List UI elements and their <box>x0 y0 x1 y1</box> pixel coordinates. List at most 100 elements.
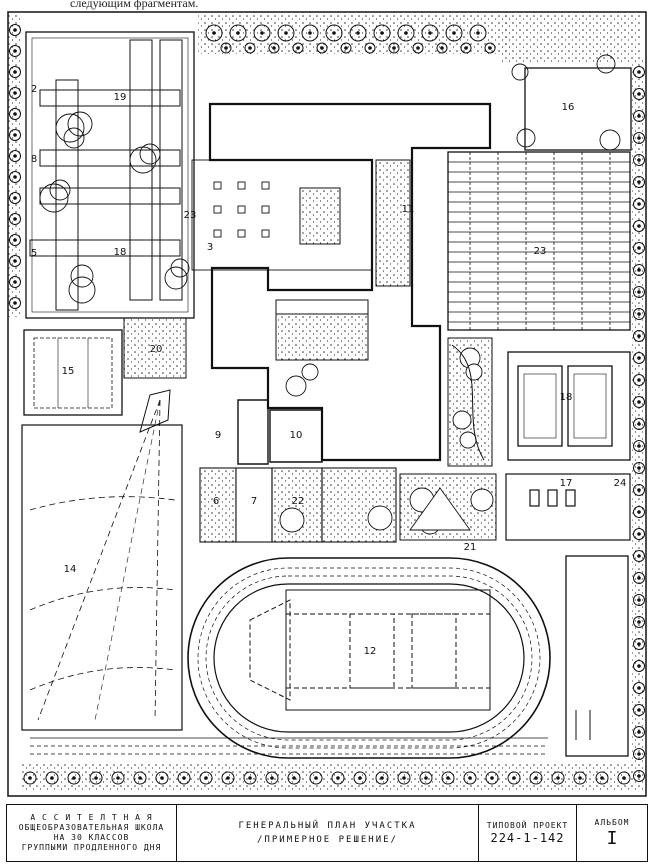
tree <box>9 87 21 99</box>
tree <box>633 396 645 408</box>
tree <box>595 771 609 785</box>
tree <box>9 255 21 267</box>
tree <box>485 771 499 785</box>
label-16: 16 <box>562 102 575 113</box>
project-number: 224-1-142 <box>490 831 565 845</box>
tree <box>421 24 439 42</box>
tree <box>9 129 21 141</box>
tree <box>441 771 455 785</box>
plot-16-trees <box>511 54 621 151</box>
tree <box>633 264 645 276</box>
tree <box>633 638 645 650</box>
tree <box>445 24 463 42</box>
label-14: 14 <box>64 564 77 575</box>
title-block: А С С И Т Е Л Т Н А Я ОБЩЕОБРАЗОВАТЕЛЬНА… <box>6 804 648 862</box>
plan-title: ГЕНЕРАЛЬНЫЙ ПЛАН УЧАСТКА <box>238 821 417 831</box>
label-9: 9 <box>215 430 221 441</box>
label-11: 11 <box>402 204 415 215</box>
tree <box>292 42 304 54</box>
tree <box>573 771 587 785</box>
experimental-plot <box>447 151 631 331</box>
tree <box>67 771 81 785</box>
tree <box>287 771 301 785</box>
field-13 <box>565 555 629 757</box>
tree <box>316 42 328 54</box>
tree <box>9 150 21 162</box>
label-12: 12 <box>364 646 377 657</box>
perimeter-trees <box>9 24 645 785</box>
school-line-1: А С С И Т Е Л Т Н А Я <box>30 813 153 822</box>
tree <box>633 154 645 166</box>
label-19: 19 <box>114 92 127 103</box>
tree <box>633 660 645 672</box>
tree <box>633 220 645 232</box>
crossed-path-trees <box>39 111 190 304</box>
tree <box>529 771 543 785</box>
tree <box>133 771 147 785</box>
school-building <box>208 102 492 465</box>
tree <box>633 506 645 518</box>
sports-zone-left <box>25 31 195 319</box>
tree <box>9 24 21 36</box>
tree <box>325 24 343 42</box>
label-15: 15 <box>62 366 75 377</box>
tree <box>9 276 21 288</box>
tree <box>9 66 21 78</box>
tree <box>633 682 645 694</box>
tree <box>9 297 21 309</box>
plot-16 <box>524 67 632 151</box>
tree <box>436 42 448 54</box>
tree <box>9 171 21 183</box>
tree <box>469 24 487 42</box>
title-block-school: А С С И Т Е Л Т Н А Я ОБЩЕОБРАЗОВАТЕЛЬНА… <box>7 805 177 861</box>
tree <box>484 42 496 54</box>
courtyard-paving <box>275 299 369 315</box>
title-block-project: ТИПОВОЙ ПРОЕКТ 224-1-142 <box>479 805 577 861</box>
label-24: 24 <box>614 478 627 489</box>
tree <box>633 308 645 320</box>
label-7: 7 <box>251 496 257 507</box>
tree <box>633 462 645 474</box>
label-18: 18 <box>114 247 127 258</box>
tree <box>633 528 645 540</box>
label-23a: 23 <box>184 210 197 221</box>
tree <box>388 42 400 54</box>
tree <box>419 771 433 785</box>
tree <box>45 771 59 785</box>
title-block-album: АЛЬБОМ I <box>577 805 647 861</box>
label-3: 3 <box>207 242 213 253</box>
top-caption: следующим фрагментам. <box>70 0 199 10</box>
school-line-3: НА 30 КЛАССОВ <box>53 833 130 842</box>
sports-courts <box>507 351 631 461</box>
tree <box>633 176 645 188</box>
tree <box>23 771 37 785</box>
label-20: 20 <box>150 344 163 355</box>
tree <box>633 352 645 364</box>
tree <box>9 108 21 120</box>
tree <box>617 771 631 785</box>
tree <box>9 234 21 246</box>
tree <box>633 616 645 628</box>
inner-courtyard <box>275 159 411 361</box>
football-field <box>249 589 491 711</box>
tree <box>633 440 645 452</box>
site-plan: 19 18 2 8 5 23 15 20 14 9 10 6 7 22 12 1… <box>7 11 647 797</box>
plan-subtitle: /ПРИМЕРНОЕ РЕШЕНИЕ/ <box>257 835 398 845</box>
label-2: 2 <box>31 84 37 95</box>
garden-path <box>451 344 485 461</box>
tree <box>177 771 191 785</box>
tree <box>9 45 21 57</box>
tree <box>9 192 21 204</box>
tree <box>463 771 477 785</box>
tree <box>633 374 645 386</box>
tree <box>633 726 645 738</box>
tree <box>199 771 213 785</box>
project-label: ТИПОВОЙ ПРОЕКТ <box>486 821 569 830</box>
tree <box>221 771 235 785</box>
label-22: 22 <box>292 496 305 507</box>
tree <box>507 771 521 785</box>
tree <box>397 24 415 42</box>
label-21: 21 <box>464 542 477 553</box>
label-6: 6 <box>213 496 219 507</box>
tree <box>551 771 565 785</box>
